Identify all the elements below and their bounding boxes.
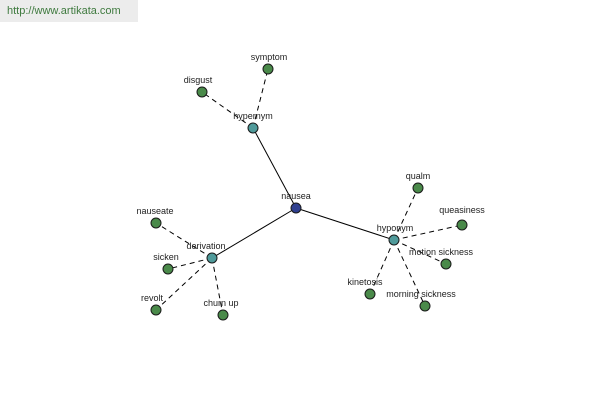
node-hypernym[interactable]: hypernym: [233, 111, 273, 134]
edge-nausea-hypernym: [252, 127, 297, 209]
node-dot-churn-up[interactable]: [217, 309, 229, 321]
graph-edges: [155, 68, 463, 316]
node-label-motion-sickness: motion sickness: [409, 247, 474, 257]
node-motion-sickness[interactable]: motion sickness: [409, 247, 474, 270]
node-label-derivation: derivation: [186, 241, 225, 251]
node-sicken[interactable]: sicken: [153, 252, 179, 275]
edge-hyponym-queasiness: [393, 224, 463, 241]
node-symptom[interactable]: symptom: [251, 52, 288, 75]
node-derivation[interactable]: derivation: [186, 241, 226, 264]
node-morning-sickness[interactable]: morning sickness: [386, 289, 456, 312]
node-dot-queasiness[interactable]: [456, 219, 468, 231]
node-label-disgust: disgust: [184, 75, 213, 85]
source-url-banner[interactable]: http://www.artikata.com: [0, 0, 138, 22]
node-dot-symptom[interactable]: [262, 63, 274, 75]
node-label-churn-up: churn up: [203, 298, 238, 308]
node-queasiness[interactable]: queasiness: [439, 205, 485, 231]
node-dot-hypernym[interactable]: [247, 122, 259, 134]
edge-derivation-sicken: [167, 257, 213, 270]
edge-nausea-hyponym: [295, 207, 395, 241]
node-nausea[interactable]: nausea: [281, 191, 311, 214]
node-label-symptom: symptom: [251, 52, 288, 62]
node-dot-derivation[interactable]: [206, 252, 218, 264]
edge-derivation-churn-up: [211, 257, 224, 316]
node-label-sicken: sicken: [153, 252, 179, 262]
node-revolt[interactable]: revolt: [141, 293, 164, 316]
edge-nausea-derivation: [211, 207, 297, 259]
node-nauseate[interactable]: nauseate: [136, 206, 174, 229]
node-label-morning-sickness: morning sickness: [386, 289, 456, 299]
node-label-nauseate: nauseate: [136, 206, 173, 216]
edge-derivation-nauseate: [155, 222, 213, 259]
node-label-queasiness: queasiness: [439, 205, 485, 215]
edge-hypernym-disgust: [201, 91, 254, 129]
node-dot-sicken[interactable]: [162, 263, 174, 275]
node-dot-morning-sickness[interactable]: [419, 300, 431, 312]
node-dot-hyponym[interactable]: [388, 234, 400, 246]
node-dot-nausea[interactable]: [290, 202, 302, 214]
edge-hypernym-symptom: [252, 68, 269, 129]
node-qualm[interactable]: qualm: [406, 171, 431, 194]
node-label-revolt: revolt: [141, 293, 164, 303]
node-label-nausea: nausea: [281, 191, 311, 201]
node-dot-revolt[interactable]: [150, 304, 162, 316]
graph-nodes: nausea hypernym symptom disgust derivation na…: [136, 52, 485, 321]
edge-hyponym-qualm: [393, 187, 419, 241]
node-hyponym[interactable]: hyponym: [377, 223, 414, 246]
edge-hyponym-morning-sickness: [393, 239, 426, 307]
edge-hyponym-motion-sickness: [393, 239, 447, 265]
node-dot-kinetosis[interactable]: [364, 288, 376, 300]
node-label-hypernym: hypernym: [233, 111, 273, 121]
edge-hyponym-kinetosis: [369, 239, 395, 295]
node-dot-nauseate[interactable]: [150, 217, 162, 229]
node-disgust[interactable]: disgust: [184, 75, 213, 98]
node-label-kinetosis: kinetosis: [347, 277, 383, 287]
node-label-hyponym: hyponym: [377, 223, 414, 233]
node-kinetosis[interactable]: kinetosis: [347, 277, 383, 300]
node-dot-disgust[interactable]: [196, 86, 208, 98]
node-dot-motion-sickness[interactable]: [440, 258, 452, 270]
node-churn-up[interactable]: churn up: [203, 298, 239, 321]
node-dot-qualm[interactable]: [412, 182, 424, 194]
edge-derivation-revolt: [155, 257, 213, 311]
node-label-qualm: qualm: [406, 171, 431, 181]
